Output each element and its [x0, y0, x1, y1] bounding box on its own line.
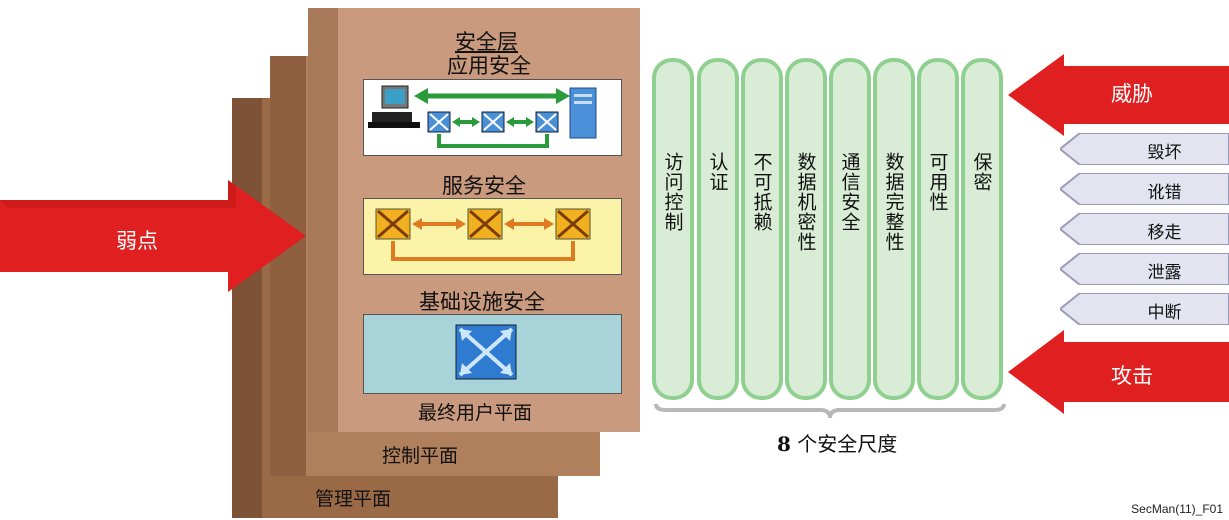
services-security-box — [363, 198, 622, 275]
infrastructure-security-box — [363, 314, 622, 394]
dimension-label: 通信安全 — [838, 152, 861, 232]
dimensions-brace-icon — [654, 403, 1006, 419]
control-plane-label: 控制平面 — [382, 445, 459, 467]
vulnerabilities-arrow-icon — [0, 180, 306, 292]
dimension-label: 可用性 — [926, 152, 949, 212]
management-plane-side — [232, 98, 262, 518]
application-security-label: 应用安全 — [447, 54, 531, 78]
dimension-label: 不可抵赖 — [750, 152, 773, 232]
threat-item-interruption: 中断 — [1060, 293, 1229, 325]
dimension-communication-security: 通信安全 — [829, 58, 871, 400]
control-plane-side — [270, 56, 306, 476]
application-network-graphic — [368, 85, 597, 148]
router-icon-3 — [555, 208, 591, 240]
dimension-label: 数据完整性 — [882, 152, 905, 252]
threat-item-arrow-icon — [1060, 293, 1229, 325]
services-network-graphic — [375, 208, 591, 261]
application-security-box — [363, 79, 622, 156]
threat-item-removal: 移走 — [1060, 213, 1229, 245]
end-user-plane-label: 最终用户平面 — [418, 402, 533, 424]
dimension-non-repudiation: 不可抵赖 — [741, 58, 783, 400]
threat-item-label: 讹错 — [1147, 183, 1182, 203]
threat-item-arrow-icon — [1060, 133, 1229, 165]
threat-item-destruction: 毁坏 — [1060, 133, 1229, 165]
dimension-label: 认证 — [706, 152, 729, 192]
dimension-privacy: 保密 — [961, 58, 1003, 400]
threat-item-arrow-icon — [1060, 253, 1229, 285]
threat-item-label: 毁坏 — [1147, 143, 1182, 163]
dimension-label: 访问控制 — [661, 152, 684, 232]
security-layers-title: 安全层 — [455, 30, 518, 54]
dimension-data-integrity: 数据完整性 — [873, 58, 915, 400]
threat-item-label: 中断 — [1147, 303, 1182, 323]
vulnerabilities-label: 弱点 — [116, 229, 158, 253]
threats-label: 威胁 — [1111, 82, 1153, 106]
threat-item-label: 泄露 — [1147, 263, 1182, 283]
threat-item-arrow-icon — [1060, 173, 1229, 205]
dimension-label: 保密 — [970, 152, 993, 192]
threats-arrow-icon — [1008, 54, 1229, 136]
router-icon-2 — [467, 208, 503, 240]
dimensions-caption: 8 个安全尺度 — [777, 428, 897, 457]
infrastructure-security-label: 基础设施安全 — [419, 290, 545, 314]
figure-id: SecMan(11)_F01 — [1131, 502, 1223, 516]
dimensions-caption-text: 个安全尺度 — [797, 432, 898, 456]
core-switch-icon — [455, 324, 517, 380]
switch-icon-2 — [481, 111, 505, 133]
threat-item-arrow-icon — [1060, 213, 1229, 245]
router-icon-1 — [375, 208, 411, 240]
dimension-authentication: 认证 — [697, 58, 739, 400]
end-user-plane-side — [308, 8, 338, 432]
services-security-label: 服务安全 — [442, 174, 526, 198]
attacks-arrow-icon — [1008, 330, 1229, 414]
threat-item-disclosure: 泄露 — [1060, 253, 1229, 285]
dimension-access-control: 访问控制 — [652, 58, 694, 400]
dimension-label: 数据机密性 — [794, 152, 817, 252]
switch-icon-1 — [427, 111, 451, 133]
server-icon — [569, 87, 597, 139]
attacks-label: 攻击 — [1111, 364, 1153, 388]
dimension-availability: 可用性 — [917, 58, 959, 400]
threat-item-label: 移走 — [1147, 223, 1182, 243]
switch-icon-3 — [535, 111, 559, 133]
infrastructure-graphic — [455, 324, 517, 380]
computer-icon — [368, 85, 420, 128]
dimensions-count: 8 — [777, 432, 791, 456]
management-plane-label: 管理平面 — [315, 488, 392, 510]
threat-item-corruption: 讹错 — [1060, 173, 1229, 205]
dimension-data-confidentiality: 数据机密性 — [785, 58, 827, 400]
